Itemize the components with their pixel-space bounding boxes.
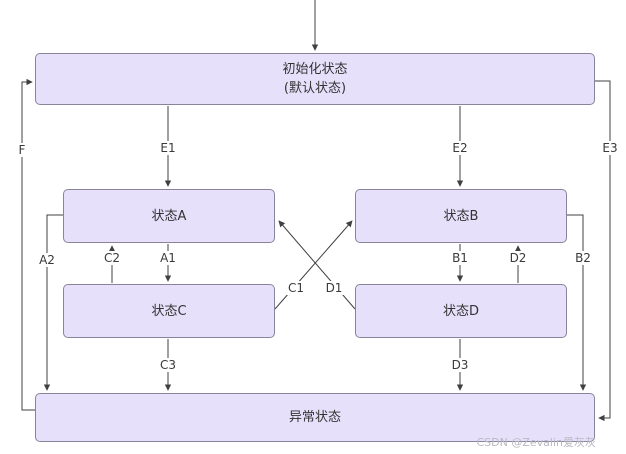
node-state-b: 状态B (355, 189, 567, 243)
edge-label-a2: A2 (36, 253, 58, 267)
edge-label-b2: B2 (572, 251, 594, 265)
edge-label-c2: C2 (100, 251, 124, 265)
edge-a2-line (43, 214, 63, 391)
node-state-d: 状态D (355, 284, 567, 338)
edge-label-a1: A1 (157, 251, 179, 265)
edge-label-f: F (15, 143, 29, 157)
edge-label-e2: E2 (449, 141, 471, 155)
edge-d1-line (278, 220, 356, 310)
node-state-c: 状态C (63, 284, 275, 338)
edge-b2-line (567, 214, 587, 391)
node-state-a-label: 状态A (151, 208, 187, 224)
edge-label-c3: C3 (156, 358, 180, 372)
node-init-label: 初始化状态 (282, 62, 348, 77)
edge-label-d3: D3 (448, 358, 472, 372)
edge-f-line (21, 78, 35, 411)
node-error-label: 异常状态 (288, 410, 341, 425)
edge-label-e3: E3 (599, 141, 621, 155)
node-init-sublabel: (默认状态) (283, 81, 347, 96)
edge-c1-line (274, 220, 353, 310)
node-state-c-label: 状态C (151, 303, 187, 319)
watermark: CSDN @Zevalin爱灰灰 (476, 436, 597, 449)
edge-label-b1: B1 (449, 251, 471, 265)
node-state-d-label: 状态D (442, 303, 479, 319)
node-error-state: 异常状态 (35, 393, 595, 442)
node-state-a: 状态A (63, 189, 275, 243)
edge-label-d1: D1 (322, 281, 346, 295)
node-init-state: 初始化状态 (默认状态) (35, 53, 595, 105)
node-state-b-label: 状态B (443, 208, 479, 224)
edge-e3-line (595, 80, 611, 422)
edge-label-d2: D2 (506, 251, 530, 265)
edge-label-e1: E1 (157, 141, 179, 155)
edge-label-c1: C1 (284, 281, 308, 295)
